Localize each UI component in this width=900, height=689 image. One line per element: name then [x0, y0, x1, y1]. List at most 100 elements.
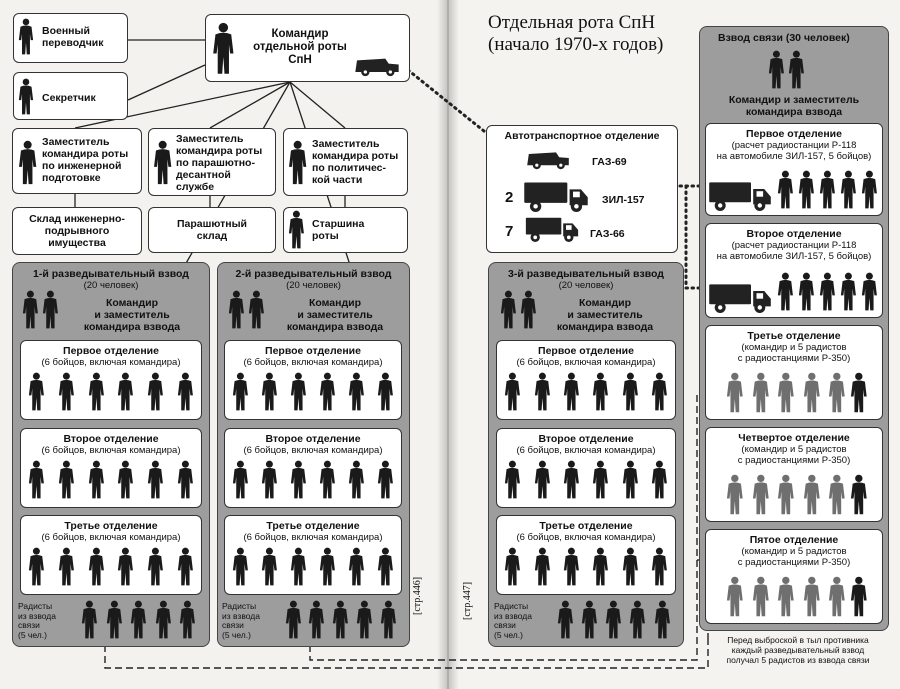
gaz69-label: ГАЗ-69	[592, 156, 627, 168]
platoon-cmd-soldier-icon	[228, 290, 244, 329]
p3-squad-soldier-icon	[505, 547, 521, 586]
signal-squad-4-radio-soldier-icon	[778, 474, 794, 515]
signal-squad-3-cmd-soldier-icon	[850, 372, 867, 413]
commander-soldier-icon	[213, 22, 234, 74]
p2-squad-soldier-icon	[319, 372, 335, 411]
sergeant-major-box	[283, 207, 408, 253]
p3-radio-soldier-icon	[581, 600, 597, 639]
p1-squad-soldier-icon	[147, 372, 163, 411]
p1-squad-2-label: Второе отделение(6 бойцов, включая коман…	[41, 433, 181, 456]
p3-squad-soldier-icon	[651, 547, 667, 586]
p3-squad-soldier-icon	[563, 547, 579, 586]
signal-squad-5-cmd-soldier-icon	[850, 576, 867, 617]
p1-squad-soldier-icon	[118, 372, 134, 411]
p2-squad-soldier-icon	[377, 372, 393, 411]
platoon-1-title: 1-й разведывательный взвод(20 человек)	[33, 268, 189, 291]
p1-squad-soldier-icon	[147, 460, 163, 499]
p3-squad-soldier-icon	[593, 547, 609, 586]
p2-squad-soldier-icon	[290, 372, 306, 411]
transport-title: Автотранспортное отделение	[504, 130, 660, 142]
p2-squad-2	[224, 428, 402, 508]
p1-squad-soldier-icon	[88, 460, 104, 499]
p1-squad-soldier-icon	[29, 372, 45, 411]
p3-squad-2	[496, 428, 676, 508]
p2-squad-3	[224, 515, 402, 595]
p3-squad-soldier-icon	[534, 460, 550, 499]
deputy-engineering-soldier-icon	[19, 140, 37, 185]
book-spine	[437, 0, 459, 689]
p2-squad-soldier-icon	[261, 460, 277, 499]
platoon-cmd-soldier-icon	[248, 290, 264, 329]
p3-squad-3	[496, 515, 676, 595]
p1-squad-soldier-icon	[118, 547, 134, 586]
p3-squad-soldier-icon	[593, 460, 609, 499]
p3-radio-soldier-icon	[630, 600, 646, 639]
gaz66-count: 7	[505, 223, 514, 240]
p1-squad-soldier-icon	[58, 372, 74, 411]
p3-radio-soldier-icon	[654, 600, 670, 639]
signal-squad-1-soldier-icon	[840, 170, 856, 209]
page-number-left: [стр.446]	[412, 576, 423, 615]
platoon-2-title: 2-й разведывательный взвод(20 человек)	[235, 268, 392, 291]
signal-squad-4-cmd-soldier-icon	[850, 474, 867, 515]
p3-squad-3-label: Третье отделение(6 бойцов, включая коман…	[516, 520, 656, 543]
p1-radio-soldier-icon	[180, 600, 196, 639]
p3-squad-soldier-icon	[622, 547, 638, 586]
p1-squad-3	[20, 515, 202, 595]
p1-radio-soldier-icon	[81, 600, 97, 639]
deputy-airborne-soldier-icon	[154, 140, 172, 185]
p3-squad-2-label: Второе отделение(6 бойцов, включая коман…	[516, 433, 656, 456]
p2-squad-soldier-icon	[348, 372, 364, 411]
p3-squad-soldier-icon	[505, 372, 521, 411]
p2-radio-soldier-icon	[356, 600, 372, 639]
p1-squad-soldier-icon	[177, 460, 193, 499]
p2-squad-soldier-icon	[348, 460, 364, 499]
platoon-cmd-soldier-icon	[22, 290, 38, 329]
p2-squad-soldier-icon	[319, 460, 335, 499]
p2-squad-soldier-icon	[348, 547, 364, 586]
signal-squad-4	[705, 427, 883, 522]
p3-squad-soldier-icon	[593, 372, 609, 411]
signal-zil157-truck-icon	[709, 284, 771, 313]
p3-squad-soldier-icon	[622, 460, 638, 499]
signal-squad-2-soldier-icon	[777, 272, 793, 311]
p1-radio-soldier-icon	[130, 600, 146, 639]
p3-squad-soldier-icon	[534, 372, 550, 411]
secretary-box	[13, 72, 128, 120]
signal-squad-3-radio-soldier-icon	[803, 372, 820, 413]
p1-squad-2	[20, 428, 202, 508]
p2-squad-soldier-icon	[261, 547, 277, 586]
signal-zil157-truck-icon	[709, 182, 771, 211]
signal-squad-4-radio-soldier-icon	[829, 474, 846, 515]
p2-radio-soldier-icon	[380, 600, 396, 639]
signal-squad-1-label: Первое отделение(расчет радиостанции Р-1…	[716, 128, 872, 162]
diagram-title: Отдельная рота СпН(начало 1970-х годов)	[488, 12, 664, 55]
zil157-truck-icon	[524, 182, 588, 212]
deputy-political-soldier-icon	[289, 140, 307, 185]
p2-squad-soldier-icon	[232, 460, 248, 499]
signal-platoon-title: Взвод связи (30 человек)	[718, 32, 850, 44]
p2-radio-soldier-icon	[332, 600, 348, 639]
signal-squad-3-radio-soldier-icon	[726, 372, 743, 413]
transport-box	[486, 125, 678, 253]
signal-squad-5-radio-soldier-icon	[778, 576, 794, 617]
p1-squad-soldier-icon	[58, 460, 74, 499]
p2-radio-soldier-icon	[309, 600, 325, 639]
secretary-soldier-icon	[18, 78, 34, 115]
interpreter-soldier-icon	[18, 18, 34, 55]
signal-squad-3	[705, 325, 883, 420]
platoon-cmd-soldier-icon	[500, 290, 516, 329]
p3-squad-soldier-icon	[563, 460, 579, 499]
signal-squad-1-soldier-icon	[819, 170, 835, 209]
p1-radio-soldier-icon	[106, 600, 122, 639]
